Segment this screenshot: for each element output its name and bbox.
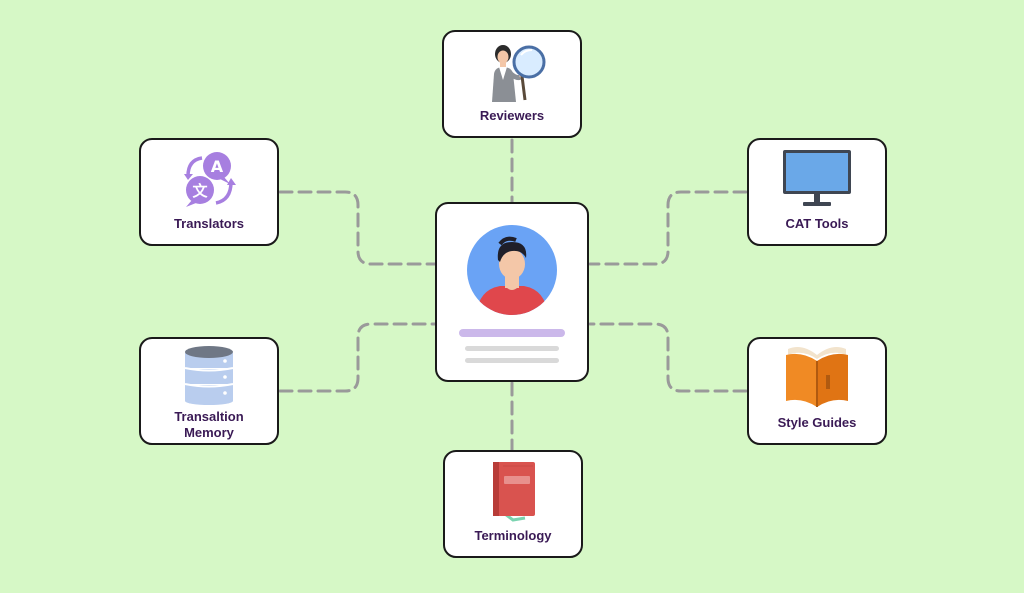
node-reviewers: Reviewers	[442, 30, 582, 138]
connector-cat-tools	[588, 190, 748, 266]
node-label: Style Guides	[777, 415, 857, 430]
node-label: CAT Tools	[785, 216, 849, 231]
node-style-guides: Style Guides	[747, 337, 887, 445]
node-translators: A 文 Translators	[139, 138, 279, 246]
node-cat-tools: CAT Tools	[747, 138, 887, 246]
translate-icon: A 文	[141, 148, 277, 210]
node-label: Reviewers	[479, 108, 545, 123]
connector-style-guides	[588, 322, 748, 393]
node-label-line-2: Memory	[184, 425, 234, 440]
name-placeholder-bar	[459, 329, 565, 337]
node-label: Terminology	[474, 528, 552, 543]
monitor-icon	[749, 148, 885, 210]
open-book-icon	[749, 343, 885, 409]
magnifying-glass-person-icon	[444, 40, 580, 104]
node-label: Translators	[173, 216, 245, 231]
svg-text:A: A	[211, 157, 224, 176]
user-avatar-icon	[437, 224, 587, 316]
detail-placeholder-bar	[465, 346, 559, 351]
database-icon	[141, 343, 277, 405]
detail-placeholder-bar	[465, 358, 559, 363]
connector-memory	[278, 322, 437, 393]
node-translation-memory: Transaltion Memory	[139, 337, 279, 445]
node-center-profile	[435, 202, 589, 382]
svg-text:文: 文	[192, 182, 208, 200]
node-terminology: Terminology	[443, 450, 583, 558]
node-label: Transaltion Memory	[145, 409, 273, 441]
connector-translators	[278, 190, 437, 266]
dictionary-book-icon	[445, 460, 581, 524]
node-label-line-1: Transaltion	[174, 409, 244, 424]
